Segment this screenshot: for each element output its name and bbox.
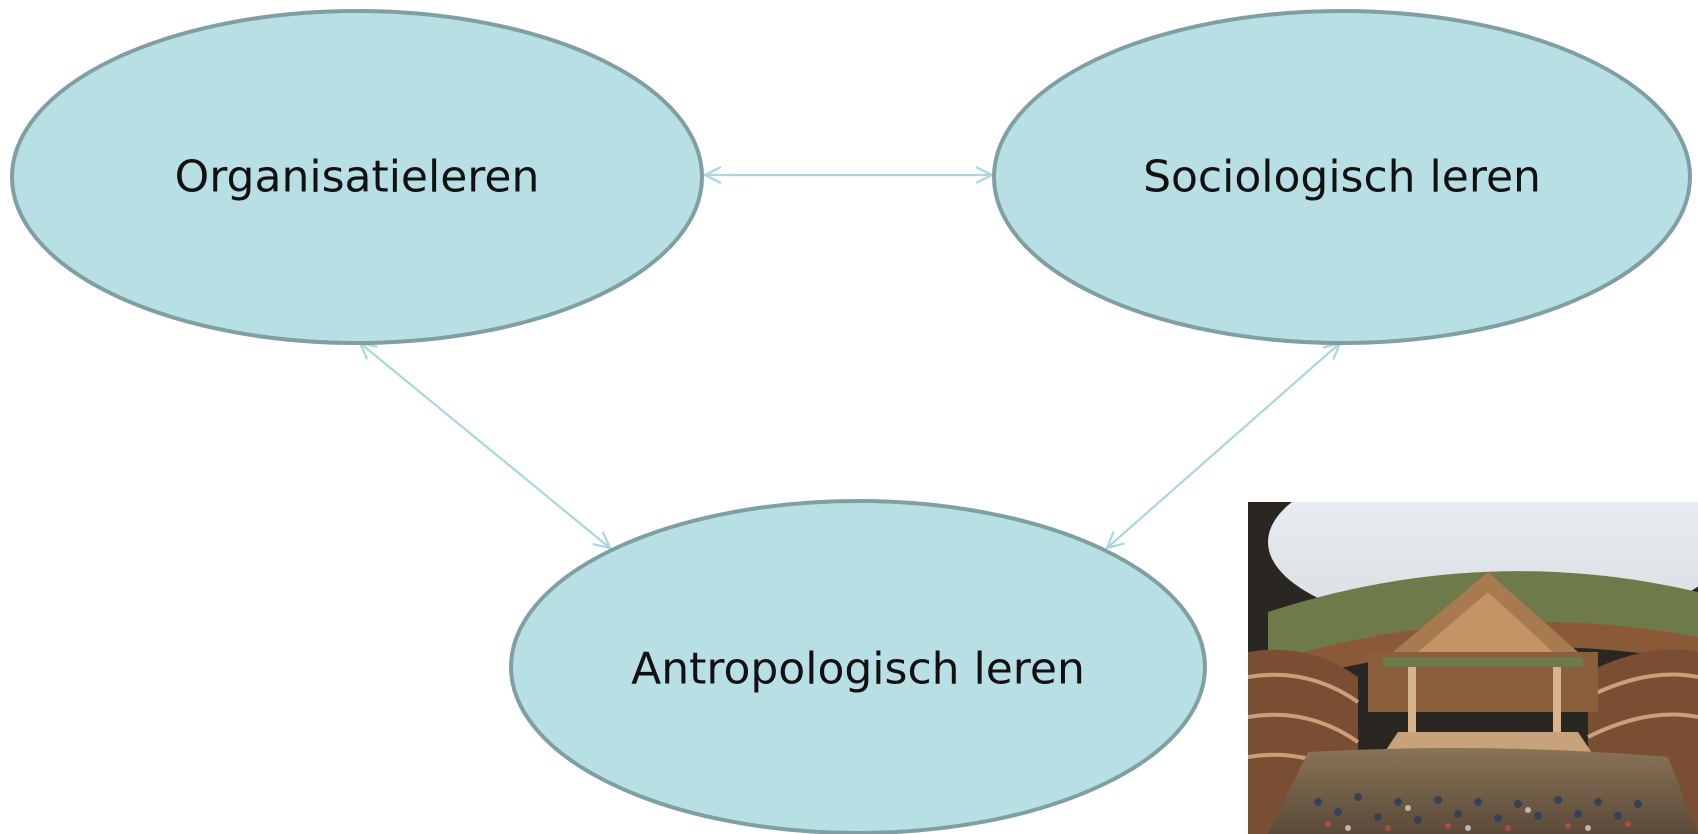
node-antropologisch-leren: Antropologisch leren xyxy=(509,499,1207,834)
node-sociologisch-leren: Sociologisch leren xyxy=(992,9,1692,345)
node-organisatieleren: Organisatieleren xyxy=(10,9,704,345)
node-sociologisch-leren-label: Sociologisch leren xyxy=(1143,152,1541,203)
globe-theatre-illustration xyxy=(1248,502,1698,834)
node-antropologisch-leren-label: Antropologisch leren xyxy=(631,644,1085,695)
globe-theatre-photo xyxy=(1248,502,1698,834)
connector-sociologisch-antropologisch xyxy=(1107,343,1340,548)
connector-organisatie-antropologisch xyxy=(360,343,610,548)
node-organisatieleren-label: Organisatieleren xyxy=(175,152,540,203)
